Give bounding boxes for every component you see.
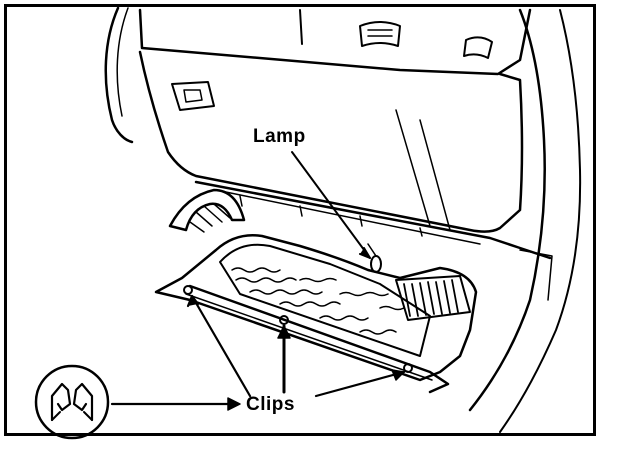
lamp-leader-line [291,151,371,259]
clips-label: Clips [246,394,295,415]
glove-box-panel [138,50,524,233]
windshield-pillar-line [104,6,134,144]
lamp-bulb-icon [367,243,382,273]
clips-leader-right [314,370,406,398]
clip-left [183,285,193,295]
vent-grille-icon [168,188,246,233]
under-dash-panel [154,234,478,394]
fuse-grille-icon [395,275,471,321]
lamp-label: Lamp [253,126,306,147]
clip-right [403,363,413,373]
dash-top-outline [138,8,532,76]
dash-lower-edge [194,180,552,260]
door-pillar [468,8,546,412]
illustration-frame [4,4,596,436]
clips-leader-left [190,294,252,398]
dash-vent-top [359,21,401,47]
clip-center [279,315,289,325]
clip-detail-icon [34,364,110,440]
glove-box-latch [171,81,215,111]
